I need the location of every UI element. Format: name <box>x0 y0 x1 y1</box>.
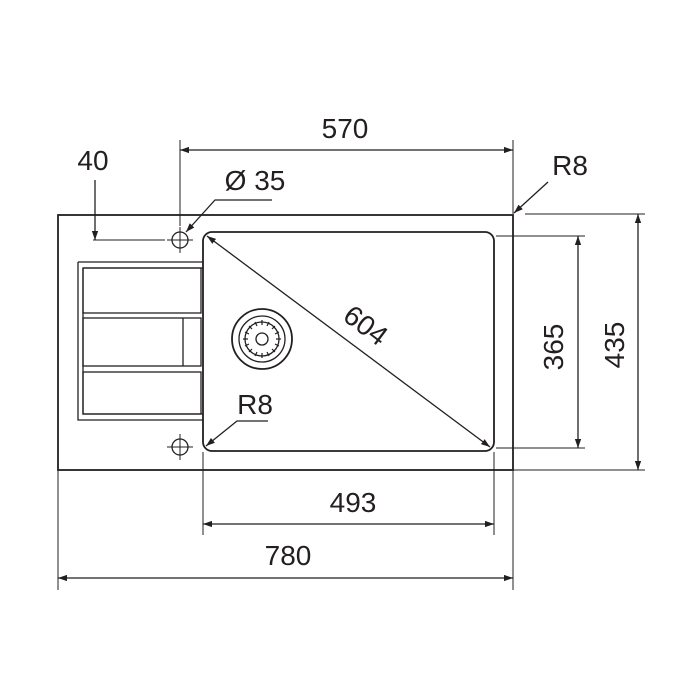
dimension-r8-outer-label: R8 <box>552 150 588 181</box>
bowl-outline <box>202 231 495 452</box>
dimension-780: 780 <box>58 540 513 582</box>
tap-hole-top <box>167 227 193 253</box>
sink-outline <box>57 214 514 471</box>
dimension-435: 435 <box>599 214 642 470</box>
dimension-r8-bowl: R8 <box>205 389 273 447</box>
dimension-493: 493 <box>203 487 494 528</box>
waste-strainer <box>231 308 293 370</box>
dimension-365: 365 <box>538 236 582 448</box>
dimension-604-label: 604 <box>338 299 394 352</box>
extension-lines <box>57 140 645 590</box>
dimension-r8-bowl-label: R8 <box>237 389 273 420</box>
dimension-40-label: 40 <box>77 145 108 176</box>
dimension-570: 570 <box>180 113 513 154</box>
dimension-493-label: 493 <box>330 487 377 518</box>
dimension-r8-outer: R8 <box>513 150 588 214</box>
dimension-tap-hole: Ø 35 <box>185 165 286 233</box>
dimension-365-label: 365 <box>538 324 569 371</box>
dimension-tap-hole-label: Ø 35 <box>225 165 286 196</box>
dimension-40: 40 <box>77 145 109 240</box>
drainer-area <box>77 261 203 421</box>
tap-hole-bottom <box>167 434 193 460</box>
dimension-780-label: 780 <box>265 540 312 571</box>
dimension-435-label: 435 <box>599 322 630 369</box>
dimension-570-label: 570 <box>322 113 369 144</box>
